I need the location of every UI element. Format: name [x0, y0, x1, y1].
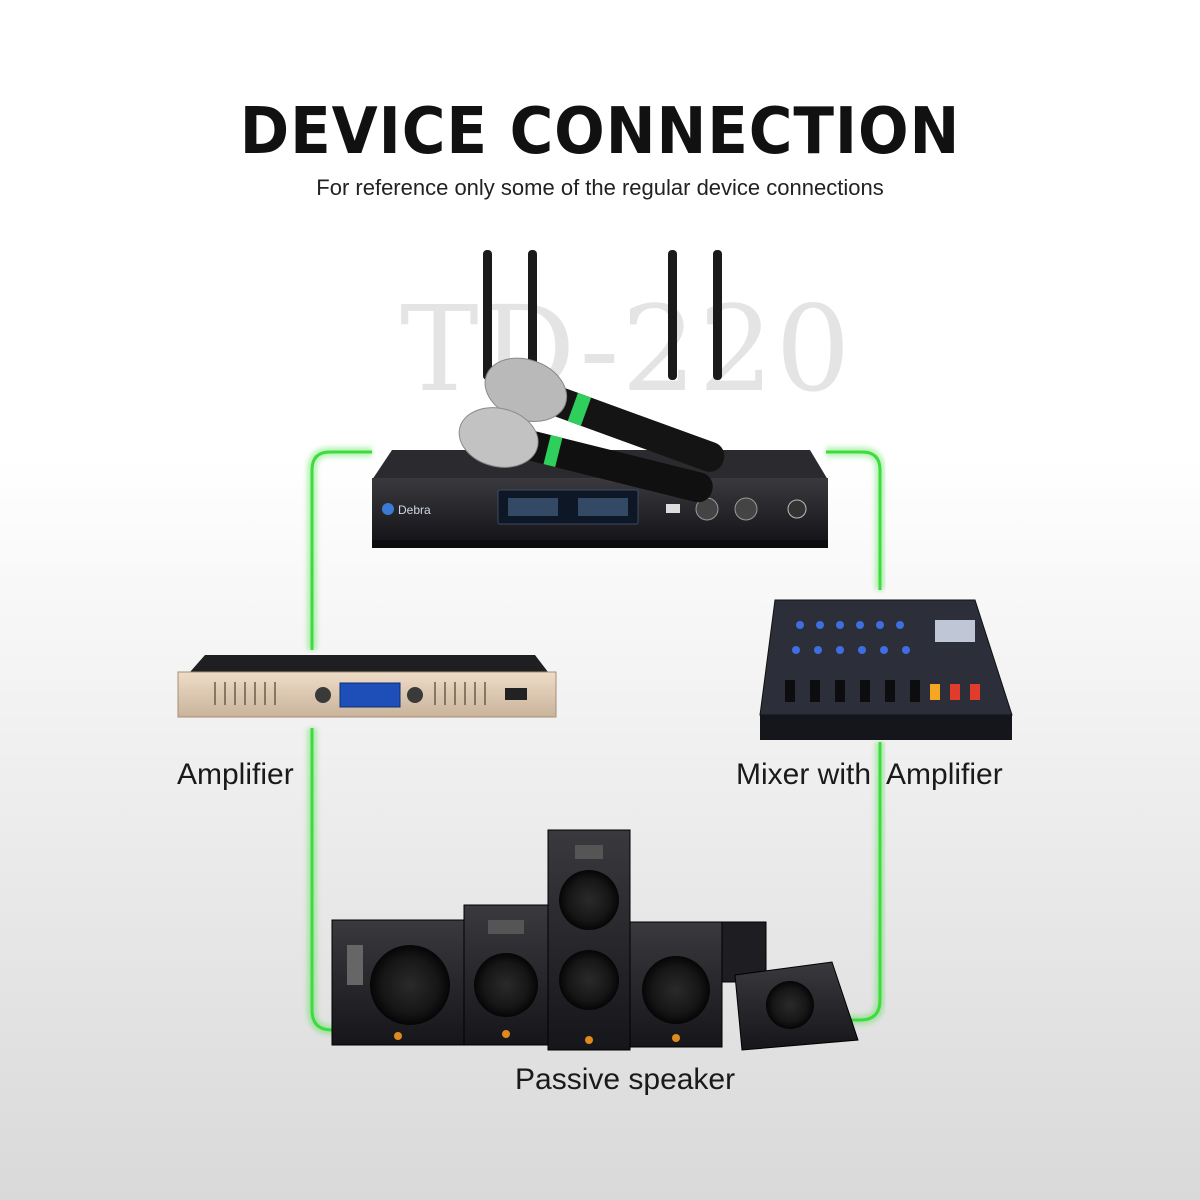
page-title: DEVICE CONNECTION [239, 95, 961, 169]
label-mixer-with-amplifier: Mixer with Amplifier [736, 758, 1003, 791]
label-amplifier: Amplifier [177, 758, 294, 791]
model-watermark: TD-220 [400, 280, 853, 418]
page-subtitle: For reference only some of the regular d… [316, 175, 884, 200]
amplifier-display [339, 682, 401, 708]
speaker-tall [547, 829, 631, 1051]
wireless-receiver: Debra [372, 250, 828, 548]
handheld-microphones [458, 357, 725, 503]
antenna-2 [528, 250, 537, 380]
antenna-4 [713, 250, 722, 380]
antenna-3 [668, 250, 677, 380]
passive-speakers [331, 829, 859, 1051]
connection-line-right [826, 447, 885, 1025]
debra-logo-icon [382, 503, 394, 515]
antenna-1 [483, 250, 492, 380]
label-passive-speaker: Passive speaker [515, 1063, 736, 1096]
receiver-brand: Debra [398, 503, 431, 517]
mixer-device [759, 599, 1013, 740]
xlr-output-2 [734, 497, 758, 521]
amplifier-device [177, 655, 557, 718]
power-button-icon [787, 499, 807, 519]
